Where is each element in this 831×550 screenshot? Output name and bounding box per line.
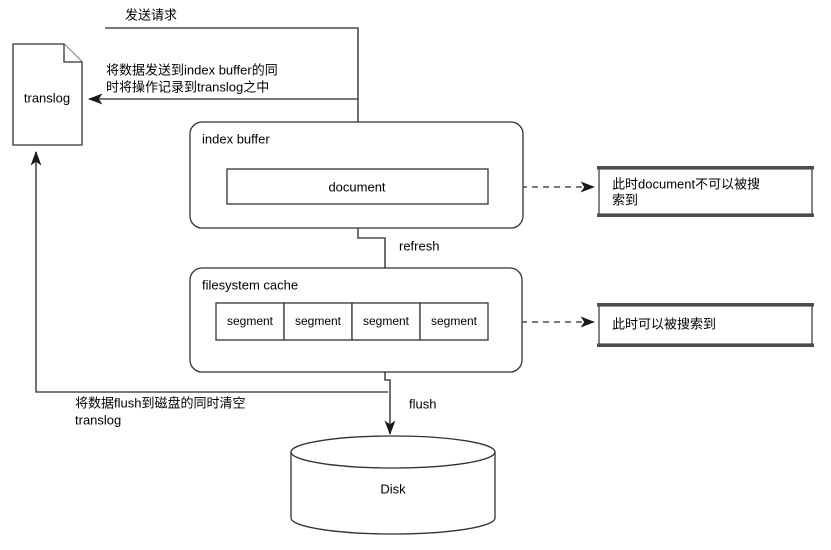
edge-label-flush-to-disk-line1: 将数据flush到磁盘的同时清空 xyxy=(75,395,245,410)
note-document-not-searchable[interactable]: 此时document不可以被搜 索到 xyxy=(597,166,814,217)
segment-1-label: segment xyxy=(227,314,274,328)
edge-label-send-request: 发送请求 xyxy=(125,7,177,22)
document-label: document xyxy=(328,179,385,194)
segment-2-label: segment xyxy=(295,314,342,328)
edge-label-flush: flush xyxy=(409,396,436,411)
node-translog[interactable]: translog xyxy=(12,43,83,146)
segment-3-label: segment xyxy=(363,314,410,328)
node-segments-row: segment segment segment segment xyxy=(215,302,489,341)
note-document-not-searchable-line1: 此时document不可以被搜 xyxy=(612,176,760,191)
edge-flush-clear-translog xyxy=(30,151,388,393)
filesystem-cache-label: filesystem cache xyxy=(202,277,298,292)
translog-label: translog xyxy=(24,90,70,105)
disk-label: Disk xyxy=(380,481,406,496)
note-document-not-searchable-line2: 索到 xyxy=(612,192,638,207)
node-segment-2[interactable] xyxy=(283,302,353,341)
segment-4-label: segment xyxy=(431,314,478,328)
index-buffer-label: index buffer xyxy=(202,131,270,146)
edge-label-flush-to-disk-line2: translog xyxy=(75,412,121,427)
note-searchable[interactable]: 此时可以被搜索到 xyxy=(597,303,814,347)
node-segment-4[interactable] xyxy=(419,302,489,341)
edge-label-send-to-index-buffer-line2: 时将操作记录到translog之中 xyxy=(106,79,269,94)
note-searchable-label: 此时可以被搜索到 xyxy=(612,316,716,331)
node-segment-3[interactable] xyxy=(351,302,421,341)
edge-label-refresh: refresh xyxy=(399,238,439,253)
node-disk[interactable]: Disk xyxy=(290,435,496,535)
edge-label-send-to-index-buffer-line1: 将数据发送到index buffer的同 xyxy=(106,62,278,77)
edge-send-request xyxy=(105,27,364,161)
node-document[interactable]: document xyxy=(226,168,489,205)
